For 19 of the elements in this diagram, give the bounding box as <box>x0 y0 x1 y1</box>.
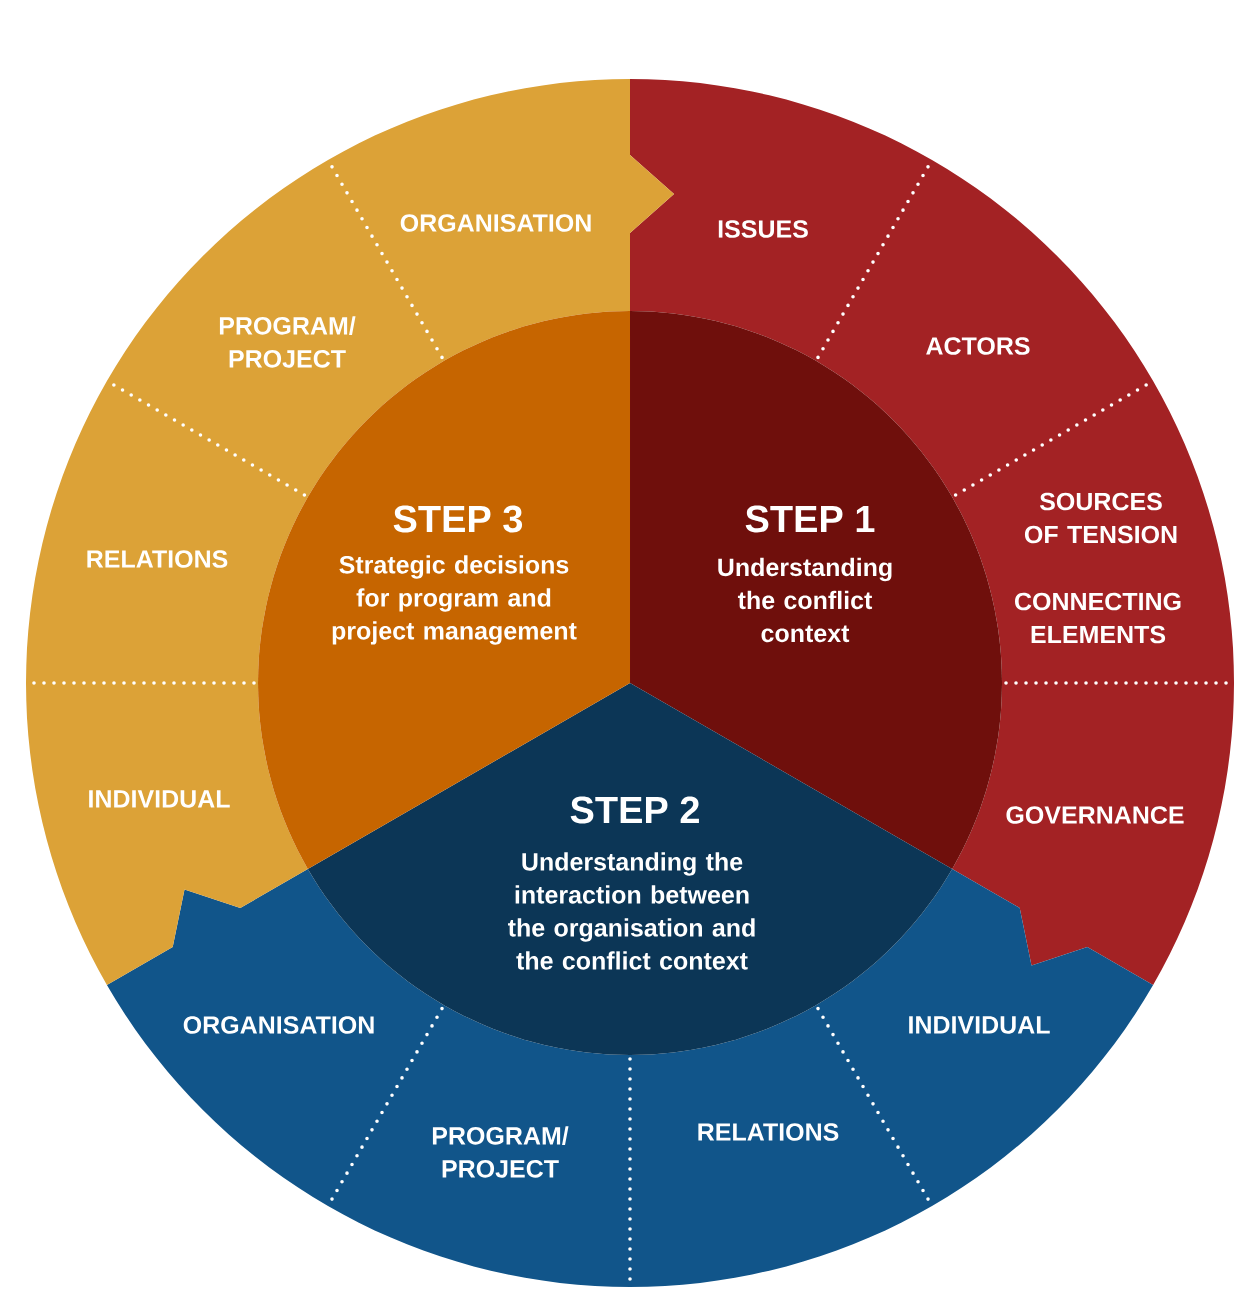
step-description: Understanding the conflict context <box>718 557 892 643</box>
step-heading: STEP 3 <box>393 505 523 533</box>
segment-label: RELATIONS <box>698 1123 839 1141</box>
segment-label: ORGANISATION <box>183 1016 374 1034</box>
segment-label: RELATIONS <box>87 550 228 568</box>
segment-label: ISSUES <box>718 220 808 238</box>
step-description: Strategic decisions for program and project management <box>332 555 577 645</box>
segment-label: ACTORS <box>926 337 1030 355</box>
segment-label: ORGANISATION <box>400 214 591 232</box>
segment-label: SOURCES OF TENSION <box>1024 492 1177 544</box>
step-description: Understanding the interaction between the organisation and the conflict context <box>508 852 755 970</box>
segment-label: GOVERNANCE <box>1006 806 1184 824</box>
segment-label: CONNECTING ELEMENTS <box>1015 592 1181 644</box>
segment-label: INDIVIDUAL <box>909 1016 1050 1034</box>
step-heading: STEP 2 <box>570 796 699 824</box>
segment-label: INDIVIDUAL <box>89 790 230 808</box>
segment-label: PROGRAM/ PROJECT <box>432 1126 569 1178</box>
step-heading: STEP 1 <box>745 505 875 533</box>
segment-label: PROGRAM/ PROJECT <box>219 316 356 368</box>
